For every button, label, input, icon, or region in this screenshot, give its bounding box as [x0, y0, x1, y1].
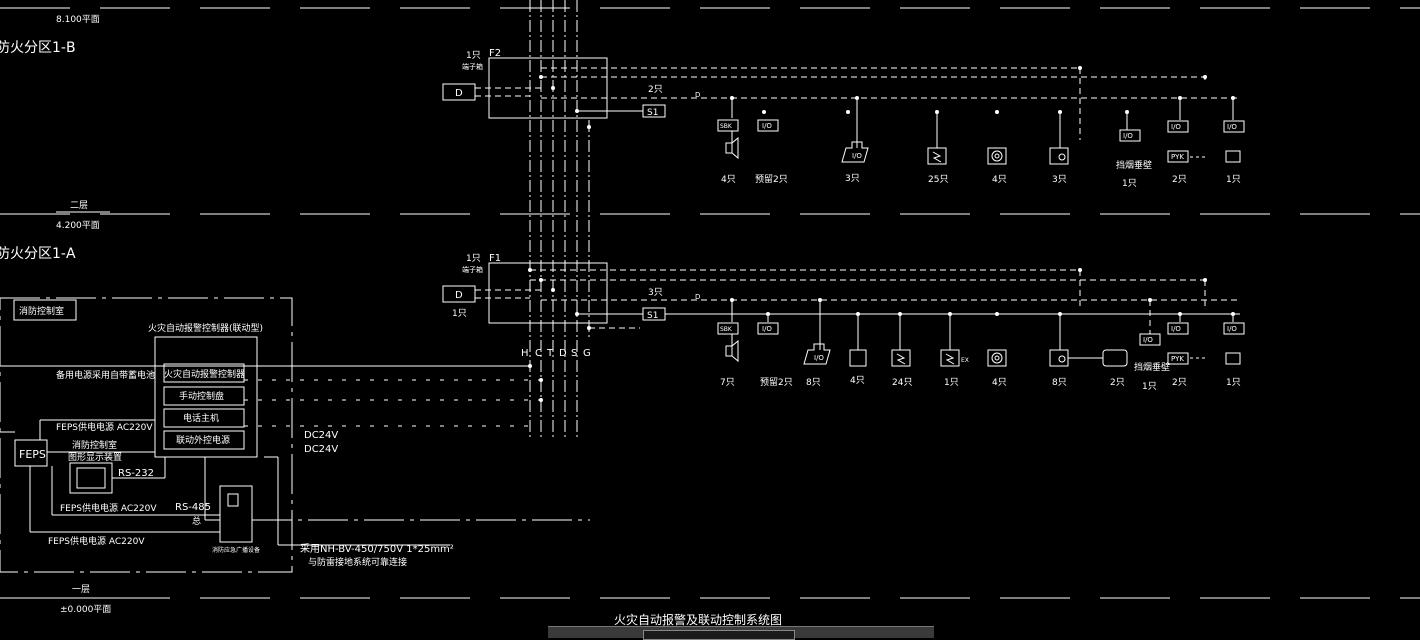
zone-a-label: 防火分区1-A — [0, 246, 76, 262]
panel-title: 火灾自动报警控制器(联动型) — [148, 322, 263, 334]
ground-note-1: 采用NH-BV-450/750V 1*25mm² — [300, 543, 454, 555]
bus-letter-c: C — [535, 348, 542, 359]
bus-letter-t: T — [546, 348, 554, 359]
floor-b-count-8: 2只 — [1172, 175, 1187, 185]
dc-label-1: DC24V — [304, 430, 338, 441]
floor-a-count-12: 1只 — [1226, 378, 1241, 388]
bus-letter-d: D — [559, 348, 567, 359]
floor-b-io-2: I/O — [852, 152, 862, 160]
backup-power-note: 备用电源采用自带蓄电池 — [56, 369, 155, 381]
feps-supply-3: FEPS供电电源 AC220V — [48, 535, 145, 547]
display-label-1: 消防控制室 — [72, 439, 117, 451]
feps-supply-2: FEPS供电电源 AC220V — [60, 502, 157, 514]
rs485-label: RS-485 — [175, 502, 211, 513]
floor-a-d-label: D — [455, 290, 463, 301]
floor-a-count-4: 4只 — [850, 376, 865, 386]
rs485-sub: 总 — [192, 515, 201, 527]
bus-letter-h: H — [521, 348, 529, 359]
feps-label: FEPS — [19, 448, 46, 461]
level-3-elevation: 8.100平面 — [56, 14, 100, 25]
floor-b-count-3: 3只 — [845, 174, 860, 184]
floor-b-io-1: I/O — [762, 122, 772, 130]
control-room-title: 消防控制室 — [19, 305, 64, 317]
floor-a-count-8: 8只 — [1052, 378, 1067, 388]
module-manual-panel: 手动控制盘 — [179, 390, 224, 402]
floor-a-count-11: 2只 — [1172, 378, 1187, 388]
floor-b-io-4: I/O — [1171, 123, 1181, 131]
floor-a-count-2: 预留2只 — [760, 376, 793, 388]
floor-b-io-5: I/O — [1227, 123, 1237, 131]
module-alarm-controller: 火灾自动报警控制器 — [164, 368, 245, 380]
level-1-name: 一层 — [72, 584, 90, 595]
ground-note-2: 与防雷接地系统可靠连接 — [308, 556, 407, 568]
floor-b-box-label: F2 — [489, 48, 501, 59]
floor-a-terminal-count: 1只 — [466, 254, 481, 264]
bottom-command-bar[interactable] — [548, 626, 934, 640]
level-2-elevation: 4.200平面 — [56, 220, 100, 231]
floor-a-sbk: SBK — [720, 326, 733, 333]
floor-b-io-3: I/O — [1123, 132, 1133, 140]
bus-letter-s: S — [571, 348, 577, 359]
diagram-caption: 火灾自动报警及联动控制系统图 — [614, 612, 782, 627]
bus-letter-g: G — [583, 348, 591, 359]
floor-a-d-count: 1只 — [452, 309, 467, 319]
floor-a-io-5: I/O — [1227, 325, 1237, 333]
floor-a-count-9: 2只 — [1110, 378, 1125, 388]
floor-a-ex: EX — [961, 357, 969, 364]
floor-a-door-label: 挡烟垂壁 — [1134, 361, 1170, 373]
floor-b-s1-label: S1 — [647, 108, 658, 118]
level-1-elevation: ±0.000平面 — [60, 604, 111, 615]
display-label-2: 图形显示装置 — [68, 451, 122, 463]
floor-a-d-mark: D — [695, 293, 700, 301]
floor-b-d-label: D — [455, 88, 463, 99]
floor-a-count-3: 8只 — [806, 378, 821, 388]
floor-b-door-label: 挡烟垂壁 — [1116, 159, 1152, 171]
floor-a-io-1: I/O — [762, 325, 772, 333]
floor-a-s1-label: S1 — [647, 311, 658, 321]
floor-b-s-count: 2只 — [648, 85, 663, 95]
floor-a-terminal-label: 端子箱 — [462, 265, 483, 274]
floor-a-io-4: I/O — [1171, 325, 1181, 333]
floor-b-count-2: 预留2只 — [755, 173, 788, 185]
floor-b-count-6: 3只 — [1052, 175, 1067, 185]
floor-b-terminal-count: 1只 — [466, 51, 481, 61]
floor-a-io-3: I/O — [1143, 336, 1153, 344]
level-2-name: 二层 — [70, 200, 88, 211]
broadcast-label: 消防应急广播设备 — [212, 546, 260, 554]
floor-a-io-2: I/O — [814, 354, 824, 362]
floor-a-count-1: 7只 — [720, 378, 735, 388]
module-linkage-power: 联动外控电源 — [176, 434, 230, 446]
command-input[interactable] — [643, 630, 795, 640]
floor-b-count-7: 1只 — [1122, 179, 1137, 189]
floor-b-count-9: 1只 — [1226, 175, 1241, 185]
dc-label-2: DC24V — [304, 444, 338, 455]
floor-b-count-1: 4只 — [721, 175, 736, 185]
floor-a-count-6: 1只 — [944, 378, 959, 388]
floor-b-count-4: 25只 — [928, 175, 948, 185]
floor-a-count-5: 24只 — [892, 378, 912, 388]
floor-b-d-mark: D — [695, 91, 700, 99]
floor-a-s-count: 3只 — [648, 288, 663, 298]
floor-a-count-10: 1只 — [1142, 382, 1157, 392]
floor-a-box-label: F1 — [489, 253, 501, 264]
module-phone-host: 电话主机 — [183, 412, 219, 424]
floor-b-count-5: 4只 — [992, 175, 1007, 185]
feps-supply-1: FEPS供电电源 AC220V — [56, 421, 153, 433]
zone-b-label: 防火分区1-B — [0, 40, 76, 56]
floor-b-sbk: SBK — [720, 123, 733, 130]
floor-b-pyk: PYK — [1171, 153, 1184, 161]
floor-b-terminal-label: 端子箱 — [462, 62, 483, 71]
floor-a-count-7: 4只 — [992, 378, 1007, 388]
rs232-label: RS-232 — [118, 468, 154, 479]
floor-a-pyk: PYK — [1171, 355, 1184, 363]
